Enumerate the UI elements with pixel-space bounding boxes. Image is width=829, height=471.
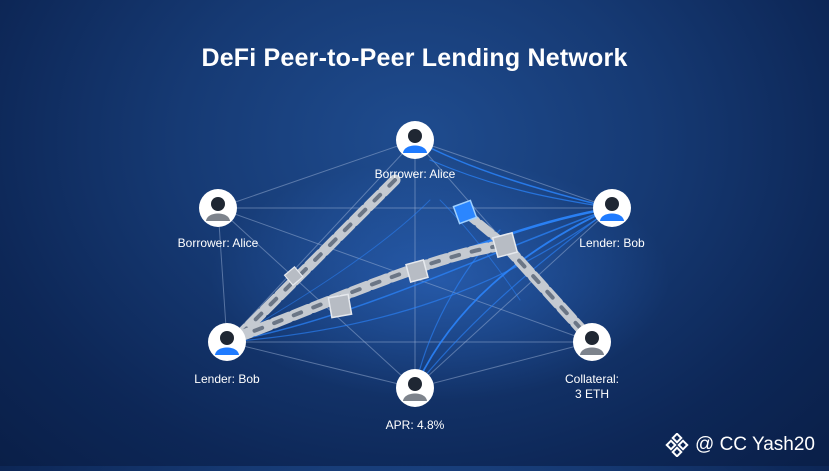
binance-logo-icon: [665, 433, 689, 457]
cube-left: [327, 293, 353, 319]
node-bottom-label: APR: 4.8%: [385, 418, 445, 432]
node-right-label: Lender: Bob: [579, 236, 645, 250]
cube-blue: [452, 199, 478, 225]
node-bottom-right-label: Collateral: 3 ETH: [565, 372, 619, 402]
cube-center: [491, 231, 519, 259]
chain-center-to-bottom-right: [499, 239, 588, 336]
cube-upper-left: [283, 266, 304, 287]
node-left-avatar[interactable]: [199, 189, 237, 227]
blockchain-cubes: [283, 199, 519, 319]
watermark-text: @ CC Yash20: [695, 434, 815, 455]
node-left-label: Borrower: Alice: [177, 236, 259, 250]
watermark: @ CC Yash20: [665, 433, 815, 457]
node-bottom-right-avatar[interactable]: [573, 323, 611, 361]
node-bottom-avatar[interactable]: [396, 369, 434, 407]
node-top-label: Borrower: Alice: [374, 167, 456, 181]
chain-top-to-bottom-left: [234, 174, 401, 341]
diagram-title: DeFi Peer-to-Peer Lending Network: [201, 44, 628, 72]
chain-bottom-left-to-center: [229, 239, 511, 344]
collateral-label-line2: 3 ETH: [574, 387, 609, 401]
node-right-avatar[interactable]: [593, 189, 631, 227]
node-bottom-left-avatar[interactable]: [208, 323, 246, 361]
collateral-label-line1: Collateral:: [564, 372, 620, 386]
node-bottom-left-label: Lender: Bob: [194, 372, 260, 386]
cube-mid: [405, 259, 429, 283]
node-top-avatar[interactable]: [396, 121, 434, 159]
